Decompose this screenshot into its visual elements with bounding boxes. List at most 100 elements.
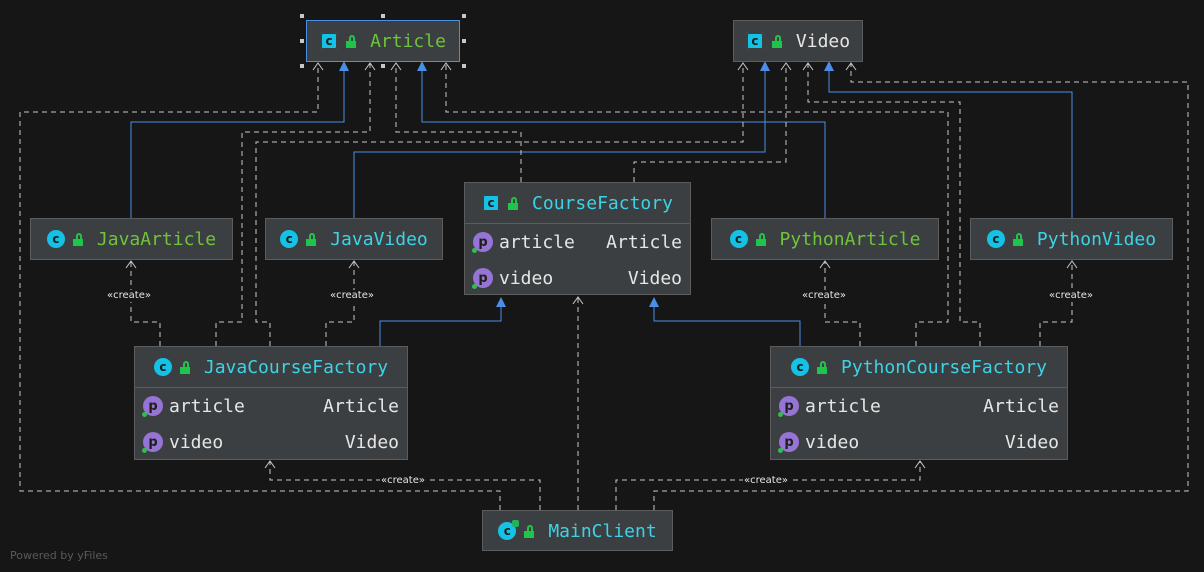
- arrowhead-article-2: [417, 61, 427, 71]
- property-icon: p: [142, 432, 163, 453]
- class-name: PythonArticle: [779, 228, 921, 250]
- class-name: JavaArticle: [96, 228, 217, 250]
- selection-handle[interactable]: [300, 39, 304, 43]
- class-node-video[interactable]: c Video: [733, 20, 863, 62]
- selection-handle[interactable]: [462, 14, 466, 18]
- class-node-main-client[interactable]: c MainClient: [482, 510, 673, 551]
- dep-java-factory-to-article-a: [215, 64, 371, 346]
- field-row[interactable]: p article Article: [771, 388, 1067, 424]
- create-label: «create»: [380, 475, 426, 487]
- arrowhead-article-1: [339, 61, 349, 71]
- public-lock-icon: [345, 34, 358, 48]
- selection-handle[interactable]: [462, 39, 466, 43]
- dep-python-factory-create-python-video: [1039, 262, 1073, 346]
- public-lock-icon: [305, 232, 318, 246]
- field-name: article: [499, 231, 575, 253]
- field-name: article: [169, 395, 245, 417]
- class-icon: c: [729, 230, 748, 248]
- public-lock-icon: [72, 232, 85, 246]
- class-node-java-article[interactable]: c JavaArticle: [30, 218, 233, 260]
- public-lock-icon: [507, 196, 520, 210]
- arrowhead-video-1: [760, 61, 770, 71]
- abstract-class-icon: c: [482, 194, 501, 212]
- field-row[interactable]: p video Video: [465, 260, 690, 296]
- class-name: CourseFactory: [532, 192, 673, 214]
- field-name: article: [805, 395, 881, 417]
- edge-java-factory-inherits-course-factory: [379, 300, 502, 346]
- open-arrow-1: [312, 62, 324, 71]
- field-row[interactable]: p video Video: [135, 424, 407, 460]
- dep-course-factory-to-article: [395, 64, 522, 182]
- field-row[interactable]: p article Article: [465, 224, 690, 260]
- class-icon: c: [46, 230, 65, 248]
- edge-python-factory-inherits-course-factory: [653, 300, 801, 346]
- field-type: Video: [627, 267, 682, 289]
- field-type: Video: [344, 431, 399, 453]
- class-node-python-article[interactable]: c PythonArticle: [711, 218, 939, 260]
- open-arrow-2: [364, 62, 376, 71]
- public-lock-icon: [179, 360, 192, 374]
- dep-java-factory-create-java-article: [130, 262, 161, 346]
- class-node-course-factory[interactable]: c CourseFactory p article Article p vide…: [464, 182, 691, 295]
- selection-handle[interactable]: [300, 14, 304, 18]
- dep-main-to-video: [653, 64, 1189, 510]
- selection-handle[interactable]: [462, 64, 466, 68]
- edge-python-article-inherits-article: [421, 64, 826, 218]
- dep-python-factory-create-python-article: [824, 262, 861, 346]
- create-label: «create»: [329, 290, 375, 302]
- field-type: Article: [983, 395, 1059, 417]
- property-icon: p: [778, 396, 799, 417]
- arrowhead-course-factory-1: [496, 297, 506, 307]
- open-arrow-9: [125, 260, 137, 269]
- edge-python-video-inherits-video: [828, 64, 1073, 218]
- public-lock-icon: [816, 360, 829, 374]
- open-arrow-6: [780, 62, 792, 71]
- create-label: «create»: [743, 475, 789, 487]
- open-arrow-12: [1066, 260, 1078, 269]
- create-label: «create»: [106, 290, 152, 302]
- property-icon: p: [472, 268, 493, 289]
- class-name: Article: [370, 30, 446, 52]
- field-row[interactable]: p video Video: [771, 424, 1067, 460]
- selection-handle[interactable]: [381, 64, 385, 68]
- class-icon: c: [986, 230, 1005, 248]
- class-name: Video: [795, 30, 851, 52]
- public-lock-icon: [523, 524, 536, 538]
- field-type: Article: [606, 231, 682, 253]
- open-arrow-5: [737, 62, 749, 71]
- class-name: PythonVideo: [1036, 228, 1157, 250]
- dep-python-factory-to-video: [807, 64, 981, 346]
- class-name: JavaCourseFactory: [203, 356, 389, 378]
- class-node-java-video[interactable]: c JavaVideo: [265, 218, 443, 260]
- dep-course-factory-to-video: [633, 64, 787, 182]
- open-arrow-10: [348, 260, 360, 269]
- open-arrow-15: [914, 460, 926, 469]
- class-icon: c: [153, 358, 172, 376]
- field-name: video: [169, 431, 224, 453]
- open-arrow-3: [390, 62, 402, 71]
- class-icon: c: [280, 230, 299, 248]
- open-arrow-13: [572, 296, 584, 305]
- field-name: video: [499, 267, 554, 289]
- class-node-java-course-factory[interactable]: c JavaCourseFactory p article Article p …: [134, 346, 408, 460]
- powered-by-footer: Powered by yFiles: [10, 549, 108, 562]
- property-icon: p: [142, 396, 163, 417]
- abstract-class-icon: c: [320, 32, 339, 50]
- arrowhead-course-factory-2: [649, 297, 659, 307]
- dep-java-factory-to-video: [255, 64, 744, 346]
- arrowhead-video-2: [824, 61, 834, 71]
- class-node-python-video[interactable]: c PythonVideo: [970, 218, 1173, 260]
- class-node-article[interactable]: c Article: [306, 20, 460, 62]
- main-class-icon: c: [498, 520, 520, 540]
- public-lock-icon: [771, 34, 784, 48]
- field-row[interactable]: p article Article: [135, 388, 407, 424]
- edge-java-video-inherits-video: [353, 64, 766, 218]
- open-arrow-14: [264, 460, 276, 469]
- class-node-python-course-factory[interactable]: c PythonCourseFactory p article Article …: [770, 346, 1068, 460]
- selection-handle[interactable]: [381, 14, 385, 18]
- dep-java-factory-create-java-video: [325, 262, 355, 346]
- property-icon: p: [472, 232, 493, 253]
- selection-handle[interactable]: [300, 64, 304, 68]
- create-label: «create»: [801, 290, 847, 302]
